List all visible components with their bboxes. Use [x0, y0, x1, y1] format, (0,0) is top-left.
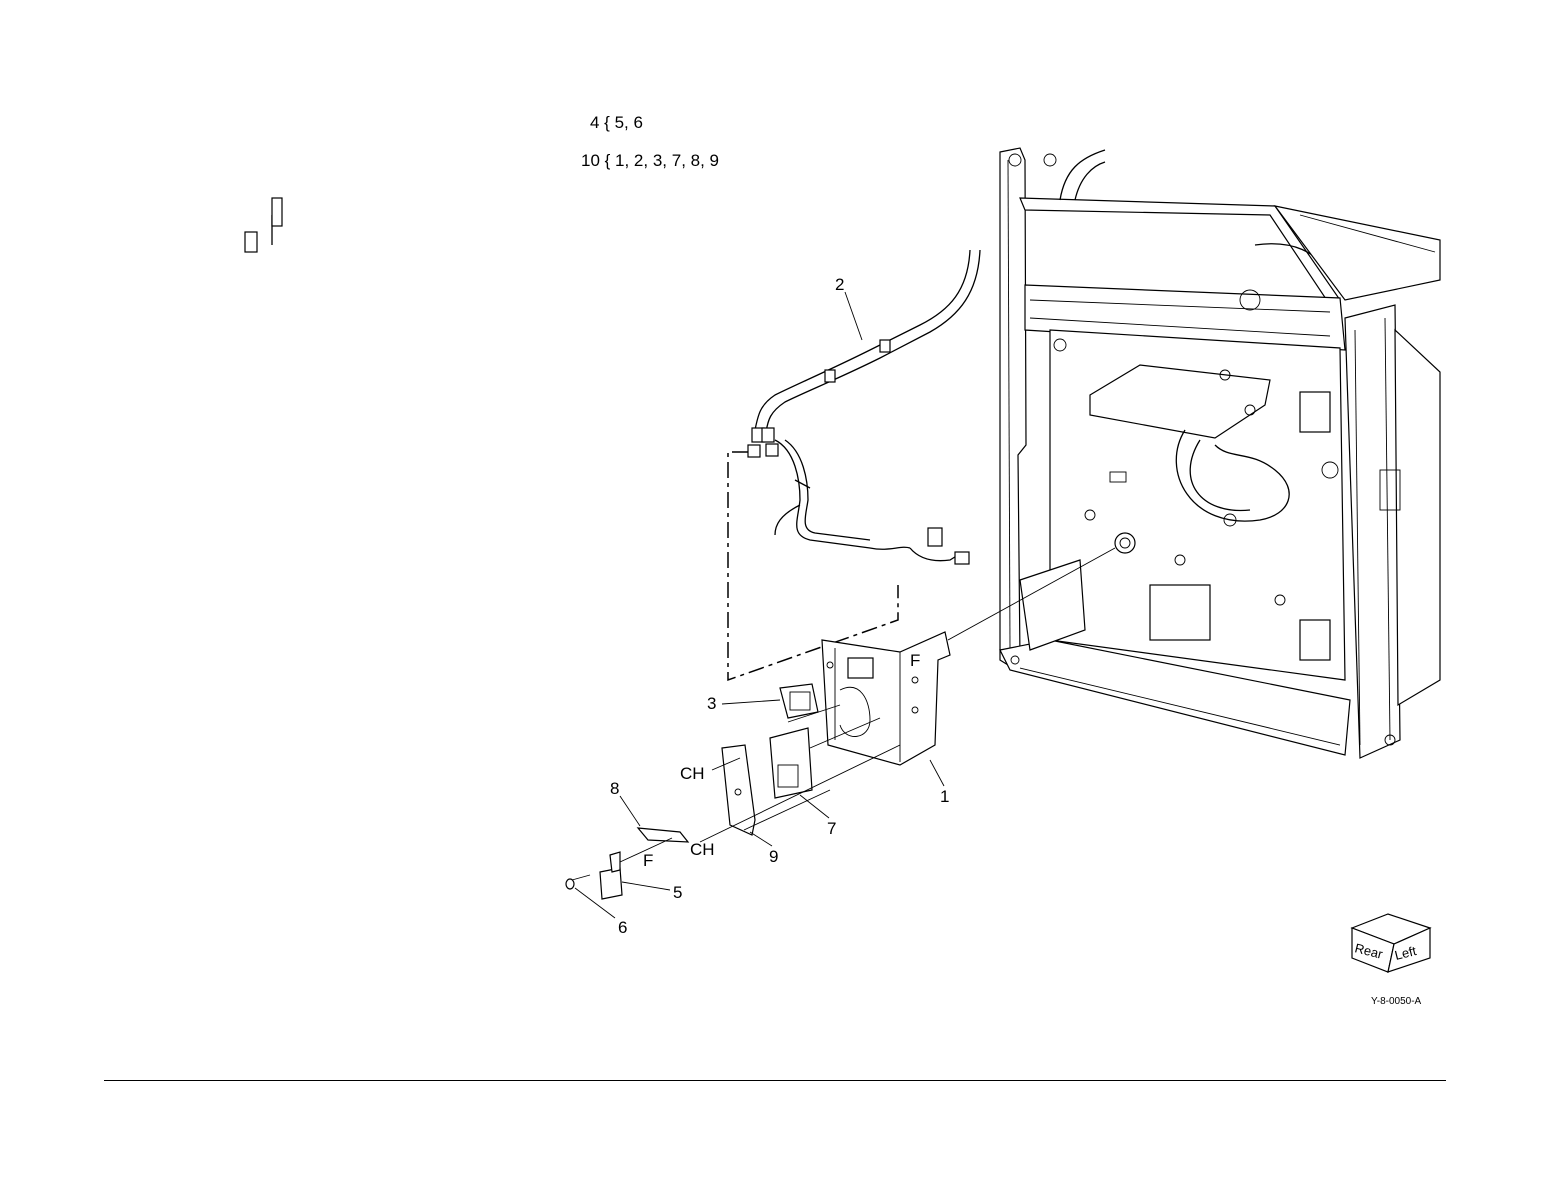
orientation-cube: Rear Left	[1352, 914, 1430, 972]
wire-harness	[245, 198, 980, 564]
callout-2: 2	[835, 275, 844, 294]
bracket-part-5	[600, 852, 622, 899]
screw-part-6	[566, 875, 590, 889]
figure-id: Y-8-0050-A	[1371, 996, 1422, 1007]
callout-ch-bottom: CH	[690, 840, 715, 859]
callout-7: 7	[827, 819, 836, 838]
bracket-part-1	[822, 632, 950, 765]
footer-rule	[104, 1080, 1446, 1081]
callout-1: 1	[940, 787, 949, 806]
callout-f-top: F	[910, 651, 920, 670]
reference-line-harness	[728, 452, 898, 680]
callout-8: 8	[610, 779, 619, 798]
fuse-holder-part-7	[770, 728, 812, 798]
callout-f-bottom: F	[643, 851, 653, 870]
clamp-part-8	[638, 828, 688, 842]
callout-6: 6	[618, 918, 627, 937]
callout-5: 5	[673, 883, 682, 902]
ac-inlet-part-3	[780, 684, 818, 718]
callout-3: 3	[707, 694, 716, 713]
machine-frame	[1000, 148, 1440, 758]
callout-ch-left: CH	[680, 764, 705, 783]
callout-9: 9	[769, 847, 778, 866]
